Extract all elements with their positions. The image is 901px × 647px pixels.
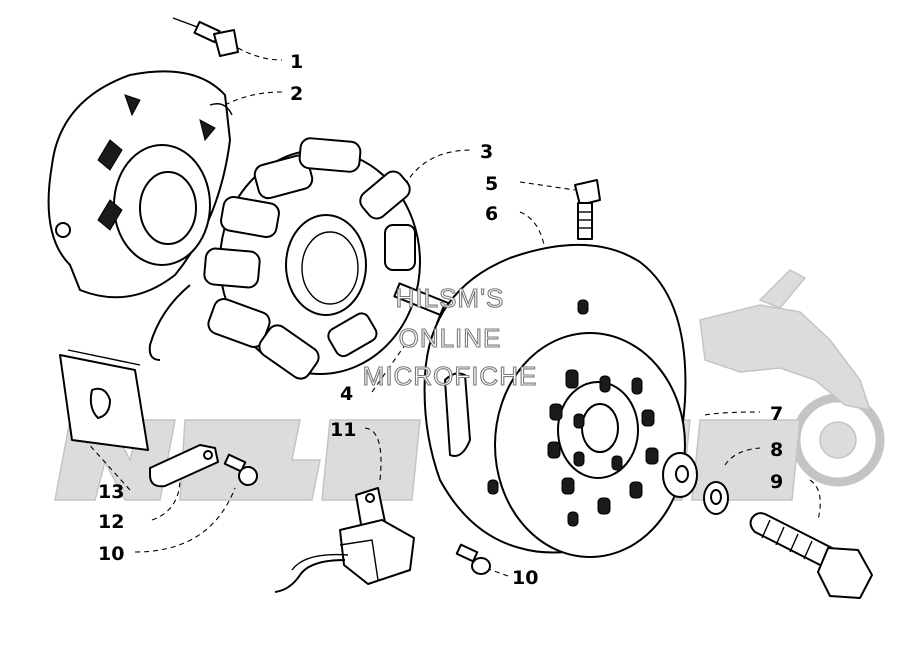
bolt-part-9	[749, 512, 873, 599]
callout-7: 7	[770, 403, 783, 425]
callout-labels: 1 2 3 4 5 6 7 8 9 10 10 11 12 13	[98, 51, 783, 589]
stator-part-3	[148, 137, 421, 380]
callout-12: 12	[98, 511, 124, 533]
washer-part-7	[662, 452, 698, 498]
watermark-line-2: ONLINE	[399, 323, 502, 353]
screw-part-10-right	[455, 543, 491, 575]
callout-3: 3	[480, 141, 493, 163]
plate-part-13	[59, 349, 149, 451]
bolt-part-5	[574, 179, 601, 240]
callout-8: 8	[770, 439, 783, 461]
watermark-text: HILSM'S ONLINE MICROFICHE	[362, 282, 538, 391]
callout-2: 2	[290, 83, 303, 105]
callout-11: 11	[330, 419, 356, 441]
flywheel-part-6	[423, 244, 687, 558]
callout-10-right: 10	[512, 567, 538, 589]
lock-washer-part-8	[703, 481, 729, 515]
pulser-coil-part-11	[274, 487, 415, 593]
cover-part-2	[47, 70, 233, 299]
callout-6: 6	[485, 203, 498, 225]
bolt-part-1	[172, 17, 239, 57]
callout-4: 4	[340, 383, 353, 405]
callout-9: 9	[770, 471, 783, 493]
callout-13: 13	[98, 481, 124, 503]
callout-1: 1	[290, 51, 303, 73]
callout-5: 5	[485, 173, 498, 195]
callout-10-left: 10	[98, 543, 124, 565]
clamp-part-12	[149, 444, 219, 488]
watermark-line-1: HILSM'S	[396, 283, 505, 313]
watermark-line-3: MICROFICHE	[363, 361, 538, 391]
leader-lines	[84, 47, 821, 577]
screw-part-10-left	[223, 453, 258, 486]
